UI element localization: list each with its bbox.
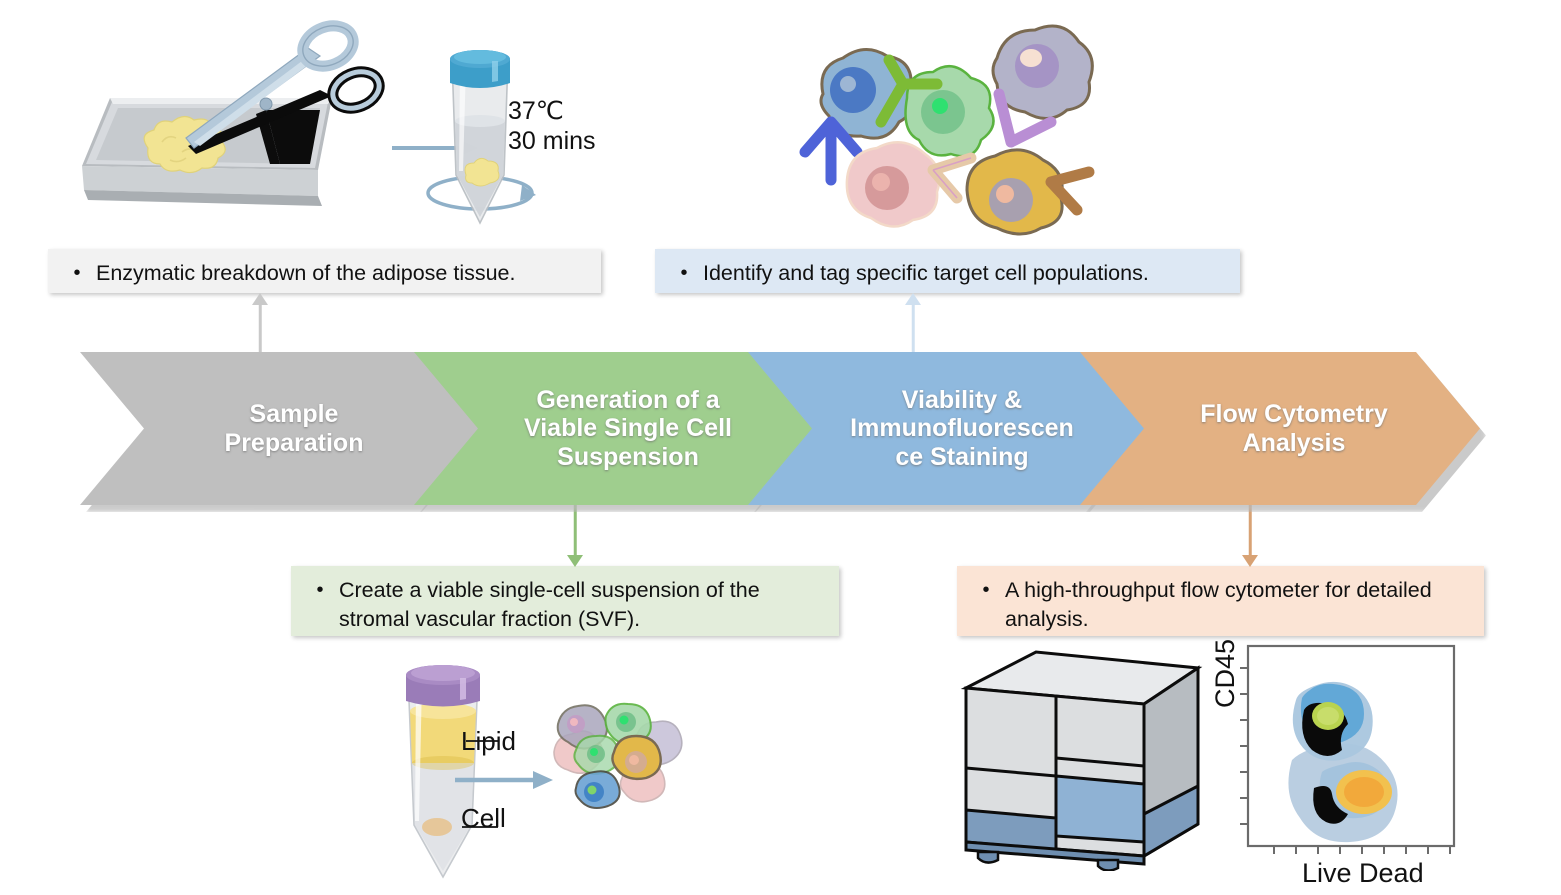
label-cell: Cell bbox=[461, 803, 506, 833]
transition-arrow-svf-icon bbox=[455, 771, 553, 789]
connector-analysis-down bbox=[1240, 505, 1260, 567]
pipeline-step-flow-cytometry-analysis[interactable]: Flow Cytometry Analysis bbox=[1080, 352, 1486, 512]
illustration-cell-cluster bbox=[553, 702, 683, 809]
callout-text: Create a viable single-cell suspension o… bbox=[339, 578, 760, 631]
label-lipid: Lipid bbox=[461, 726, 516, 756]
callout-text: Enzymatic breakdown of the adipose tissu… bbox=[96, 261, 516, 285]
illustration-tissue-digestion bbox=[82, 20, 478, 206]
chevron-body bbox=[748, 352, 1148, 505]
callout-identify-tag: • Identify and tag specific target cell … bbox=[655, 249, 1240, 293]
callout-high-throughput: • A high-throughput flow cytometer for d… bbox=[957, 566, 1484, 636]
chevron-body bbox=[80, 352, 480, 505]
pipeline-step-label: Flow Cytometry Analysis bbox=[1200, 400, 1388, 457]
bullet-icon: • bbox=[316, 579, 324, 601]
pipeline-step-viable-single-cell-suspension[interactable]: Generation of a Viable Single Cell Suspe… bbox=[414, 352, 820, 512]
pipeline-step-label: Generation of a Viable Single Cell Suspe… bbox=[524, 385, 732, 471]
connector-sample-prep-up bbox=[250, 293, 270, 353]
pipeline-step-viability-immunofluorescence-staining[interactable]: Viability & Immunofluorescen ce Staining bbox=[748, 352, 1154, 512]
stained-cell-green bbox=[875, 54, 995, 158]
density-population-upper bbox=[1292, 681, 1373, 761]
flow-cytometry-plot: CD45 Live Dead bbox=[1210, 639, 1508, 890]
chart-xlabel: Live Dead bbox=[1302, 858, 1424, 888]
illustration-incubation-tube bbox=[426, 50, 536, 225]
bullet-icon: • bbox=[680, 262, 688, 284]
connector-suspension-down bbox=[565, 505, 585, 567]
incubation-temperature: 37℃ bbox=[508, 97, 564, 125]
callout-viable-suspension: • Create a viable single-cell suspension… bbox=[291, 566, 839, 636]
callout-text: Identify and tag specific target cell po… bbox=[703, 261, 1149, 285]
stained-cell-gold bbox=[965, 148, 1095, 236]
chevron-body bbox=[414, 352, 814, 505]
callout-text: A high-throughput flow cytometer for det… bbox=[1005, 578, 1432, 631]
incubation-duration: 30 mins bbox=[508, 127, 596, 155]
illustration-svf-tube bbox=[406, 665, 498, 879]
pipeline-step-sample-preparation[interactable]: Sample Preparation bbox=[80, 352, 486, 512]
pipeline-step-label: Viability & Immunofluorescen ce Staining bbox=[850, 385, 1074, 471]
chart-ylabel: CD45 bbox=[1210, 638, 1240, 708]
connector-staining-up bbox=[903, 293, 923, 353]
stained-cell-pink bbox=[845, 141, 977, 228]
density-population-lower bbox=[1288, 743, 1398, 843]
pipeline-step-label: Sample Preparation bbox=[224, 400, 364, 457]
chevron-body bbox=[1080, 352, 1480, 505]
callout-enzymatic-breakdown: • Enzymatic breakdown of the adipose tis… bbox=[48, 249, 601, 293]
illustration-antibody-stained-cells bbox=[799, 24, 1095, 236]
illustration-flow-cytometer bbox=[960, 650, 1203, 871]
bullet-icon: • bbox=[73, 262, 81, 284]
bullet-icon: • bbox=[982, 579, 990, 601]
stained-cell-purple bbox=[991, 24, 1094, 148]
scissors bbox=[185, 20, 385, 154]
